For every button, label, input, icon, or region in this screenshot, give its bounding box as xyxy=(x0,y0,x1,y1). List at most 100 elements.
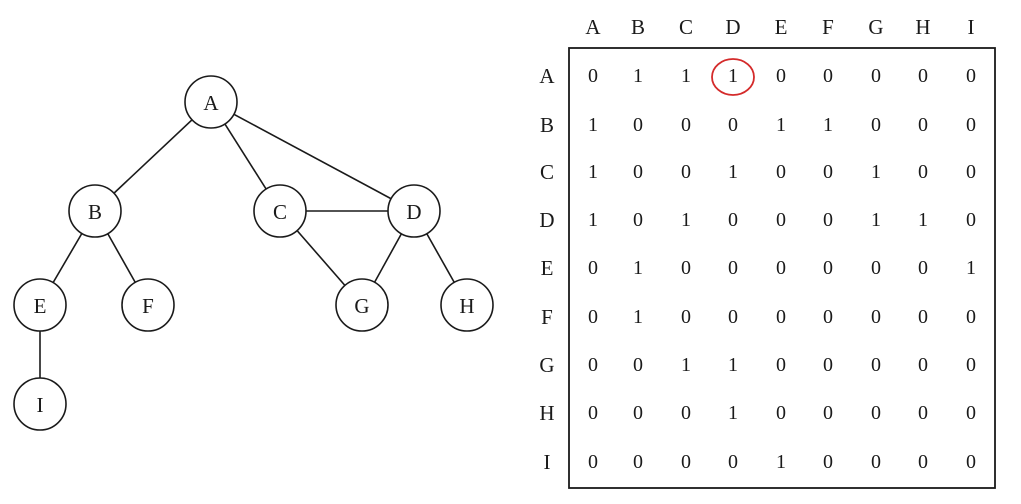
matrix-cell: 0 xyxy=(966,114,976,136)
column-header-h: H xyxy=(915,15,930,39)
row-header-d: D xyxy=(539,208,554,232)
column-header-g: G xyxy=(868,15,883,39)
matrix-cell: 0 xyxy=(588,306,598,328)
row-header-e: E xyxy=(541,256,554,280)
matrix-cell: 0 xyxy=(823,161,833,183)
matrix-cell: 0 xyxy=(633,209,643,231)
matrix-cell: 1 xyxy=(728,65,738,87)
node-label: F xyxy=(142,294,154,318)
matrix-cell: 0 xyxy=(728,306,738,328)
matrix-cell: 0 xyxy=(871,65,881,87)
matrix-cell: 0 xyxy=(966,161,976,183)
graph-node-f: F xyxy=(121,278,175,332)
matrix-cell: 0 xyxy=(918,257,928,279)
matrix-cell: 0 xyxy=(966,451,976,473)
matrix-cell: 0 xyxy=(588,402,598,424)
matrix-cell: 0 xyxy=(918,402,928,424)
matrix-cell: 0 xyxy=(776,161,786,183)
node-circle xyxy=(440,278,494,332)
matrix-cell: 0 xyxy=(871,402,881,424)
matrix-cell: 0 xyxy=(966,402,976,424)
node-label: G xyxy=(354,294,369,318)
matrix-cell: 1 xyxy=(728,402,738,424)
node-circle xyxy=(253,184,307,238)
matrix-cell: 0 xyxy=(918,161,928,183)
row-header-b: B xyxy=(540,113,554,137)
matrix-cell: 0 xyxy=(776,257,786,279)
node-circle xyxy=(13,377,67,431)
matrix-cell: 0 xyxy=(681,402,691,424)
matrix-cell: 0 xyxy=(728,451,738,473)
matrix-cell: 0 xyxy=(776,354,786,376)
matrix-cell: 0 xyxy=(681,451,691,473)
graph-node-c: C xyxy=(253,184,307,238)
matrix-cell: 0 xyxy=(681,161,691,183)
matrix-cell: 0 xyxy=(871,114,881,136)
node-circle xyxy=(13,278,67,332)
column-header-c: C xyxy=(679,15,693,39)
matrix-cell: 1 xyxy=(871,161,881,183)
graph-node-d: D xyxy=(387,184,441,238)
matrix-cell: 0 xyxy=(918,354,928,376)
node-label: H xyxy=(459,294,474,318)
matrix-cell: 1 xyxy=(681,65,691,87)
matrix-cell: 0 xyxy=(633,161,643,183)
matrix-cell: 0 xyxy=(728,209,738,231)
matrix-cell: 0 xyxy=(918,114,928,136)
matrix-cell: 0 xyxy=(823,306,833,328)
matrix-cell: 0 xyxy=(966,209,976,231)
matrix-cell: 0 xyxy=(871,354,881,376)
matrix-highlight xyxy=(711,58,755,96)
matrix-cell: 0 xyxy=(681,306,691,328)
matrix-cell: 1 xyxy=(633,65,643,87)
matrix-cell: 0 xyxy=(966,354,976,376)
matrix-cell: 0 xyxy=(633,451,643,473)
matrix-cell: 1 xyxy=(871,209,881,231)
matrix-cell: 0 xyxy=(823,65,833,87)
matrix-cell: 0 xyxy=(681,114,691,136)
matrix-cell: 0 xyxy=(588,257,598,279)
matrix-cell: 1 xyxy=(823,114,833,136)
matrix-cell: 0 xyxy=(728,114,738,136)
node-label: D xyxy=(406,200,421,224)
matrix-cell: 1 xyxy=(728,161,738,183)
matrix-cell: 0 xyxy=(823,209,833,231)
matrix-cell: 0 xyxy=(633,114,643,136)
matrix-cell: 0 xyxy=(966,65,976,87)
matrix-cell: 0 xyxy=(776,209,786,231)
matrix-cell: 0 xyxy=(918,306,928,328)
column-header-a: A xyxy=(585,15,601,39)
highlight-ring xyxy=(711,58,755,96)
row-header-f: F xyxy=(541,305,553,329)
node-circle xyxy=(335,278,389,332)
graph-node-b: B xyxy=(68,184,122,238)
matrix-cell: 0 xyxy=(633,402,643,424)
matrix-cell: 0 xyxy=(776,402,786,424)
matrix-cell: 0 xyxy=(823,402,833,424)
node-circle xyxy=(68,184,122,238)
graph-node-i: I xyxy=(13,377,67,431)
matrix-cell: 1 xyxy=(633,306,643,328)
column-header-f: F xyxy=(822,15,834,39)
matrix-cell: 0 xyxy=(823,354,833,376)
matrix-cell: 0 xyxy=(776,65,786,87)
matrix-cell: 0 xyxy=(871,451,881,473)
matrix-cell: 0 xyxy=(588,451,598,473)
column-header-d: D xyxy=(725,15,740,39)
matrix-cell: 1 xyxy=(681,354,691,376)
graph-node-g: G xyxy=(335,278,389,332)
node-label: B xyxy=(88,200,102,224)
node-circle xyxy=(121,278,175,332)
node-label: E xyxy=(34,294,47,318)
matrix-cell: 0 xyxy=(728,257,738,279)
matrix-cell: 0 xyxy=(966,306,976,328)
matrix-cell: 1 xyxy=(776,114,786,136)
graph-node-e: E xyxy=(13,278,67,332)
graph-node-h: H xyxy=(440,278,494,332)
node-circle xyxy=(184,75,238,129)
